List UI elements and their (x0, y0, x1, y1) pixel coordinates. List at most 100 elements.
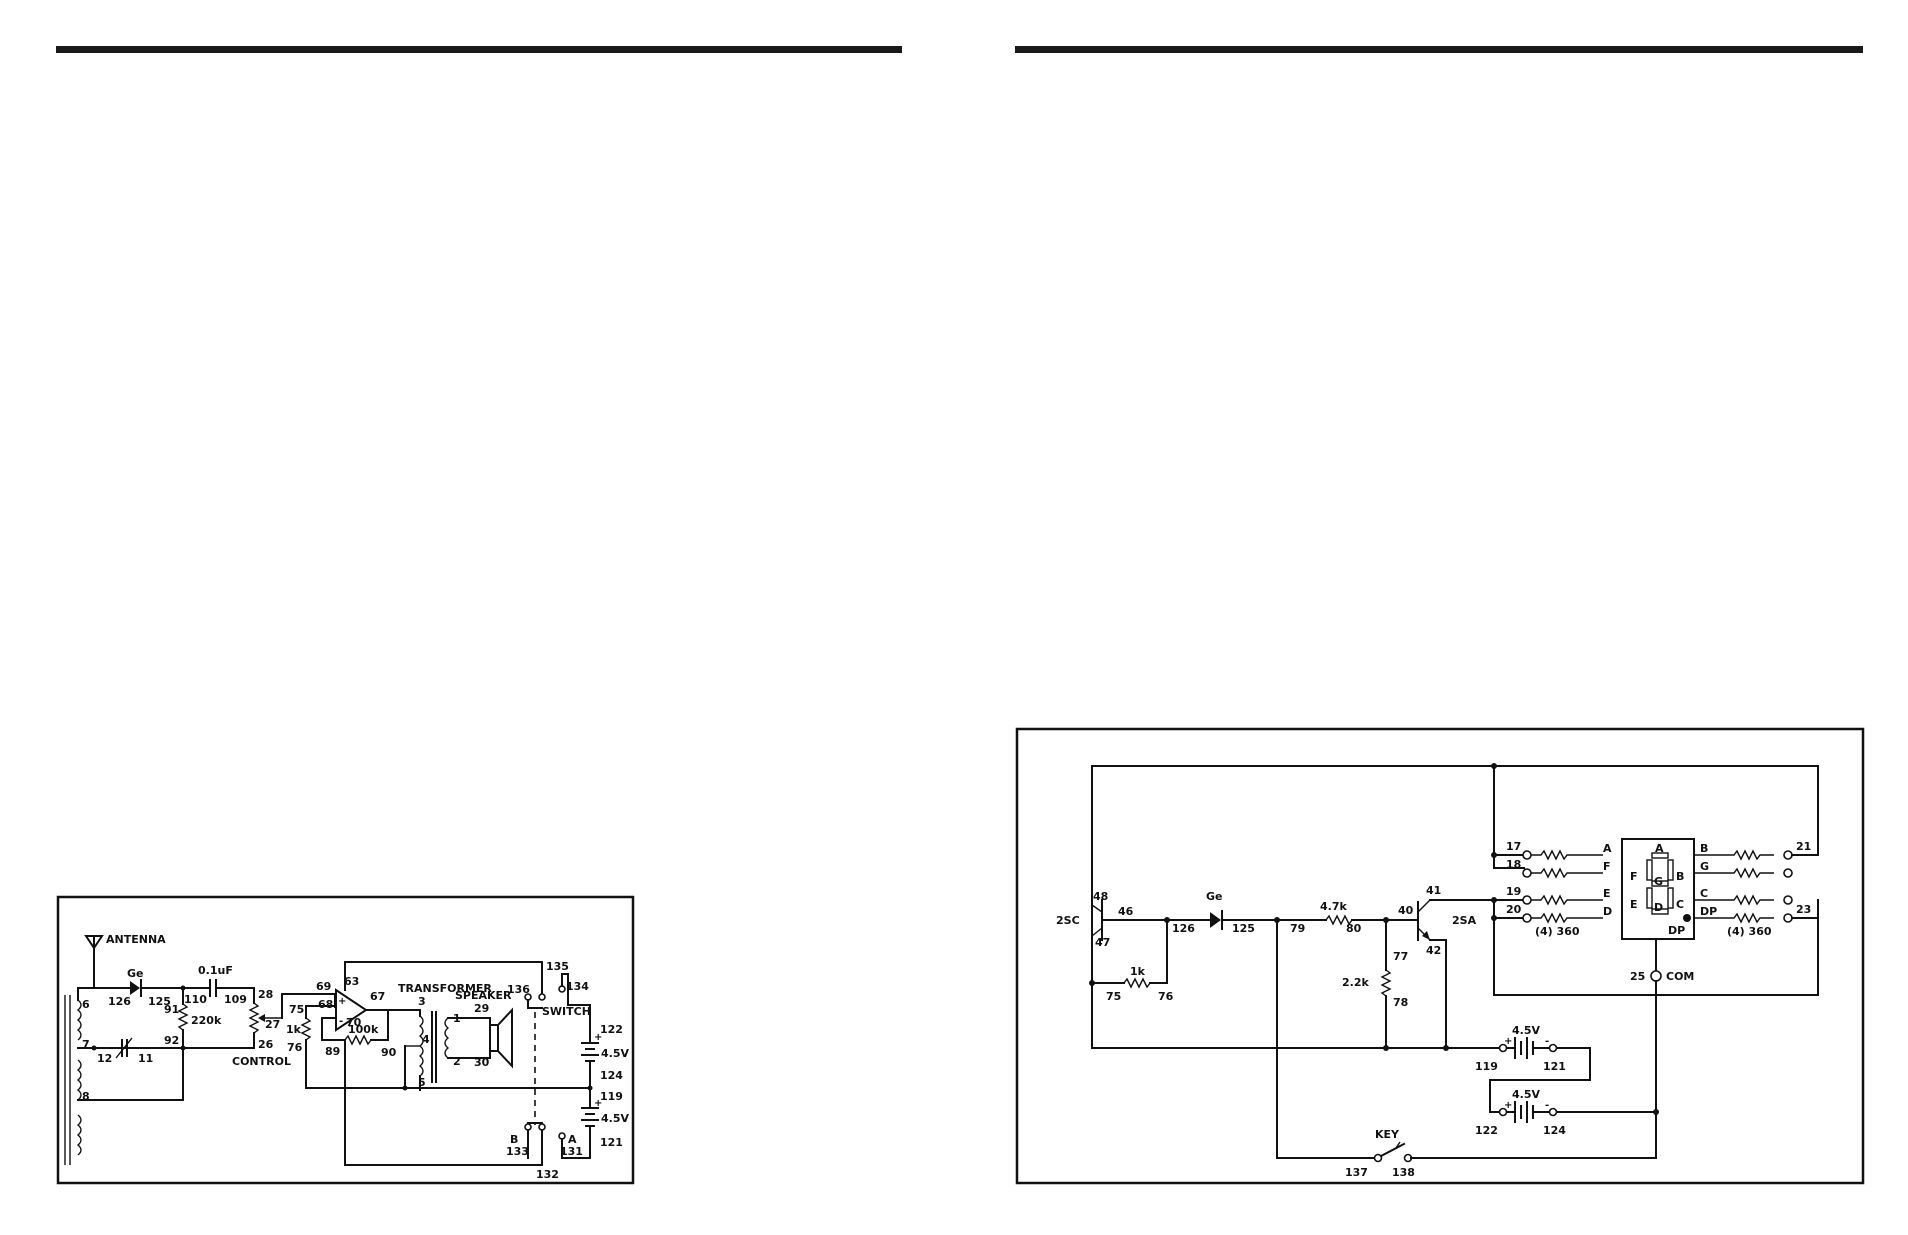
battery-upper-voltage: 4.5V (601, 1047, 629, 1060)
segment-g-line-label: G (1700, 860, 1709, 873)
node-29: 29 (474, 1002, 489, 1015)
node-92: 92 (164, 1034, 179, 1047)
segment-d-line-label: D (1603, 905, 1612, 918)
resistor-220k-label: 220k (191, 1014, 222, 1027)
node-11: 11 (138, 1052, 153, 1065)
node-63: 63 (344, 975, 359, 988)
node-70: 70 (346, 1016, 362, 1029)
segment-f-line-label: F (1603, 860, 1611, 873)
node-90: 90 (381, 1046, 397, 1059)
control-label: CONTROL (232, 1055, 291, 1068)
node-126: 126 (1172, 922, 1195, 935)
node-134: 134 (566, 980, 589, 993)
node-121: 121 (600, 1136, 623, 1149)
node-132: 132 (536, 1168, 559, 1181)
node-119: 119 (1475, 1060, 1498, 1073)
node-46: 46 (1118, 905, 1134, 918)
node-7: 7 (82, 1038, 90, 1051)
node-3: 3 (418, 995, 426, 1008)
node-126: 126 (108, 995, 131, 1008)
node-76: 76 (287, 1041, 303, 1054)
battery-1-minus: - (1545, 1036, 1549, 1047)
display-schematic: 2SC 48 46 47 1k 75 76 Ge 126 125 4.7k 79… (1015, 727, 1865, 1185)
node-136: 136 (507, 983, 530, 996)
segment-e-line-label: E (1603, 887, 1611, 900)
battery-1-voltage: 4.5V (1512, 1024, 1540, 1037)
node-20: 20 (1506, 903, 1522, 916)
diode-label-ge: Ge (127, 967, 144, 980)
radio-schematic-frame (56, 895, 635, 1185)
node-18: 18 (1506, 858, 1521, 871)
node-138: 138 (1392, 1166, 1415, 1179)
node-137: 137 (1345, 1166, 1368, 1179)
left-resistor-group-label: (4) 360 (1535, 925, 1580, 938)
segment-dp: DP (1668, 924, 1685, 937)
node-77: 77 (1393, 950, 1408, 963)
audio-amplifier-ic (321, 988, 368, 1041)
right-resistor-group-label: (4) 360 (1727, 925, 1772, 938)
antenna-coil (64, 995, 82, 1165)
radio-schematic: ANTENNA 6 7 8 Ge 126 125 0.1uF 11 (56, 895, 635, 1185)
resistor-1k-label: 1k (286, 1023, 302, 1036)
node-122: 122 (600, 1023, 623, 1036)
transistor-2sa (1417, 899, 1495, 1049)
node-76: 76 (1158, 990, 1174, 1003)
right-header-rule (1015, 46, 1863, 53)
node-122: 122 (1475, 1124, 1498, 1137)
node-75: 75 (1106, 990, 1121, 1003)
node-28: 28 (258, 988, 273, 1001)
speaker-label: SPEAKER (455, 989, 512, 1002)
battery-2-voltage: 4.5V (1512, 1088, 1540, 1101)
switch-label: SWITCH (542, 1005, 591, 1018)
node-5: 5 (418, 1076, 426, 1089)
node-67: 67 (370, 990, 385, 1003)
node-68: 68 (318, 998, 333, 1011)
node-124: 124 (600, 1069, 623, 1082)
display-schematic-frame (1015, 727, 1865, 1185)
antenna-label: ANTENNA (106, 933, 166, 946)
node-8: 8 (82, 1090, 90, 1103)
opamp-minus: - (339, 1016, 343, 1027)
left-resistor-bank (1522, 849, 1603, 924)
node-26: 26 (258, 1038, 274, 1051)
switch-a-label: A (568, 1133, 577, 1146)
seven-segment-display (1621, 838, 1695, 940)
segment-g: G (1654, 875, 1663, 888)
node-133: 133 (506, 1145, 529, 1158)
germanium-diode (130, 979, 142, 997)
segment-b-line-label: B (1700, 842, 1708, 855)
node-109: 109 (224, 993, 247, 1006)
segment-dp-line-label: DP (1700, 905, 1717, 918)
resistor-4-7k-label: 4.7k (1320, 900, 1347, 913)
node-6: 6 (82, 998, 90, 1011)
battery-2-minus: - (1545, 1100, 1549, 1111)
segment-f: F (1630, 870, 1638, 883)
node-42: 42 (1426, 944, 1441, 957)
telegraph-key[interactable] (1373, 1141, 1413, 1163)
volume-control-pot (248, 1002, 282, 1049)
tuning-capacitor (115, 1037, 133, 1059)
resistor-2-2k-label: 2.2k (1342, 976, 1369, 989)
node-4: 4 (422, 1033, 430, 1046)
node-41: 41 (1426, 884, 1441, 897)
battery-1-plus: + (1504, 1036, 1512, 1047)
audio-transformer (405, 1009, 450, 1091)
battery-upper (581, 1029, 599, 1089)
node-89: 89 (325, 1045, 340, 1058)
battery-lower-plus: + (594, 1098, 602, 1109)
resistor-100k-label: 100k (348, 1023, 379, 1036)
right-resistor-bank (1694, 849, 1819, 996)
segment-c-line-label: C (1700, 887, 1708, 900)
node-121: 121 (1543, 1060, 1566, 1073)
node-69: 69 (316, 980, 331, 993)
segment-a: A (1655, 842, 1664, 855)
node-110: 110 (184, 993, 207, 1006)
node-12: 12 (97, 1052, 112, 1065)
speaker-symbol (447, 1007, 513, 1069)
battery-lower-voltage: 4.5V (601, 1112, 629, 1125)
battery-upper-plus: + (594, 1032, 602, 1043)
battery-lower (581, 1087, 599, 1159)
node-80: 80 (1346, 922, 1362, 935)
node-78: 78 (1393, 996, 1408, 1009)
